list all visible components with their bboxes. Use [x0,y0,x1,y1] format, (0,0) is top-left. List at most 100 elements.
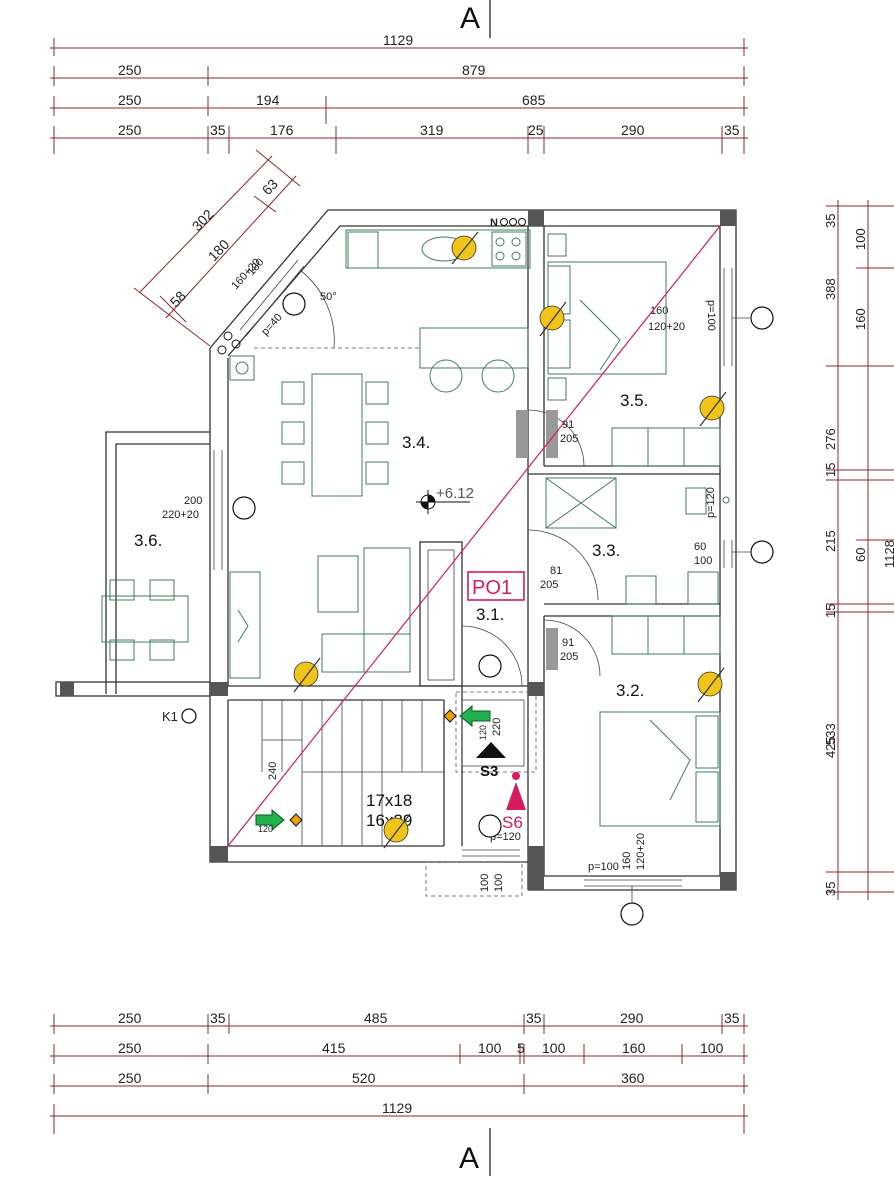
dim-right-outer-0: 388 [823,278,838,300]
arrow-right-icon: 120 [255,808,303,834]
window-31-height: 100 [493,874,505,892]
door-35-height: 205 [560,433,578,445]
k1-label: K1 [162,709,178,724]
dim-top-4-4: 25 [528,122,544,138]
top-dimension-chains: 1129 250 879 250 194 685 250 35 176 319 … [50,32,748,154]
bedroom-32-furniture [599,615,721,827]
window-33-size: 60 [694,541,706,553]
dim-bot-2-1: 415 [322,1040,346,1056]
window-32-height: 120+20 [635,833,647,870]
dim-bot-4-0: 1129 [382,1100,412,1116]
bedroom-35-furniture [547,233,721,467]
dim-right-inner-8: 35 [823,882,838,896]
light-icon-kitchen [451,231,479,265]
dim-top-2-0: 250 [118,62,142,78]
dim-bot-1-5: 35 [724,1010,740,1026]
door-32-width: 91 [562,637,574,649]
doors: 91 205 81 205 91 205 50° [299,269,601,687]
door-32-height: 205 [560,651,578,663]
bathroom-33-furniture [545,477,730,605]
svg-text:A: A [459,1142,479,1175]
arrow-label-a: 120 [258,824,273,834]
dim-top-3-2: 685 [522,92,546,108]
door-35-width: 91 [562,419,574,431]
dim-right-inner-5: 60 [853,548,868,562]
section-line [227,225,721,847]
light-icon-living [293,657,321,693]
dim-top-3-1: 194 [256,92,280,108]
ventilation-markers: N [217,217,526,355]
kitchen [229,229,531,393]
dim-top-1-0: 1129 [383,32,413,48]
dim-top-4-5: 290 [621,122,645,138]
dim-right-outer-3: 1128 [882,540,894,568]
window-31-size: 100 [479,874,491,892]
dim-right-inner-0: 35 [823,214,838,228]
svg-text:+6.12: +6.12 [436,485,474,502]
window-33-sill: p=120 [705,487,717,518]
bottom-dimension-chains: 250 35 485 35 290 35 250 415 100 5 100 1… [50,1010,748,1134]
door-33-height: 205 [540,579,558,591]
dim-top-3-0: 250 [118,92,142,108]
dim-top-2-1: 879 [462,62,486,78]
window-35-sill: p=100 [705,300,717,331]
right-dimension-chains: 388 276 533 1128 35 100 160 15 215 60 15… [823,200,894,900]
window-32-sill: p=100 [588,861,619,873]
dim-bot-3-0: 250 [118,1070,142,1086]
po1-label: PO1 [467,571,525,601]
dim-bot-2-3: 5 [517,1040,525,1056]
window-35-height: 120+20 [648,321,685,333]
exterior-markers: K1 [162,292,774,926]
dim-top-4-2: 176 [270,122,294,138]
dim-right-inner-4: 215 [823,530,838,552]
dim-right-outer-1: 276 [823,428,838,450]
window-36-height: 220+20 [162,509,199,521]
dim-bot-3-2: 360 [621,1070,645,1086]
room-labels: 3.4. 3.5. 3.6. 3.3. 3.1. 3.2. [134,391,648,700]
svg-text:S3: S3 [480,763,498,780]
room-label-32: 3.2. [616,681,644,700]
dim-bot-1-0: 250 [118,1010,142,1026]
dim-right-inner-1: 100 [853,228,868,250]
section-mark-bottom: A [459,1128,491,1176]
s6-marker: S6 [502,772,526,832]
svg-text:S6: S6 [502,813,523,832]
dim-bot-1-3: 35 [526,1010,542,1026]
arrow-left-icon [443,704,491,728]
arrow-label-b: 120 [478,725,488,740]
room-label-34: 3.4. [402,433,430,452]
window-32-size: 160 [621,852,633,870]
dim-bot-1-1: 35 [210,1010,226,1026]
light-icon-32 [697,667,725,703]
room-label-31: 3.1. [476,605,504,624]
dim-top-4-0: 250 [118,122,142,138]
dim-right-inner-2: 160 [853,308,868,330]
dim-top-4-1: 35 [210,122,226,138]
window-36-size: 200 [184,495,202,507]
stair-rise-label: 17x18 [366,791,412,810]
light-icon-35a [539,301,567,337]
green-arrow-icons: 120 120 [255,704,491,834]
dim-right-inner-7: 425 [823,736,838,758]
diag-dim-3: 63 [259,176,281,198]
dim-bot-3-1: 520 [352,1070,376,1086]
dim-bot-2-4: 100 [542,1040,566,1056]
angle-label: 50° [320,291,337,303]
light-icon-stairs [383,813,411,849]
dim-top-4-3: 319 [420,122,444,138]
dim-top-4-6: 35 [724,122,740,138]
section-mark-top: A [460,0,491,38]
diag-dim-0: 302 [189,206,217,234]
staircase: 240 17x18 16x29 220 [261,691,537,846]
window-33-height: 100 [694,555,712,567]
walls [55,209,737,891]
elevation-mark: +6.12 [416,485,474,514]
room-label-35: 3.5. [620,391,648,410]
light-icon-35b [699,391,727,427]
dim-right-inner-3: 15 [823,463,838,477]
north-label: N [490,217,498,229]
dim-bot-1-4: 290 [620,1010,644,1026]
svg-text:PO1: PO1 [472,577,512,599]
dining-set [281,373,389,497]
